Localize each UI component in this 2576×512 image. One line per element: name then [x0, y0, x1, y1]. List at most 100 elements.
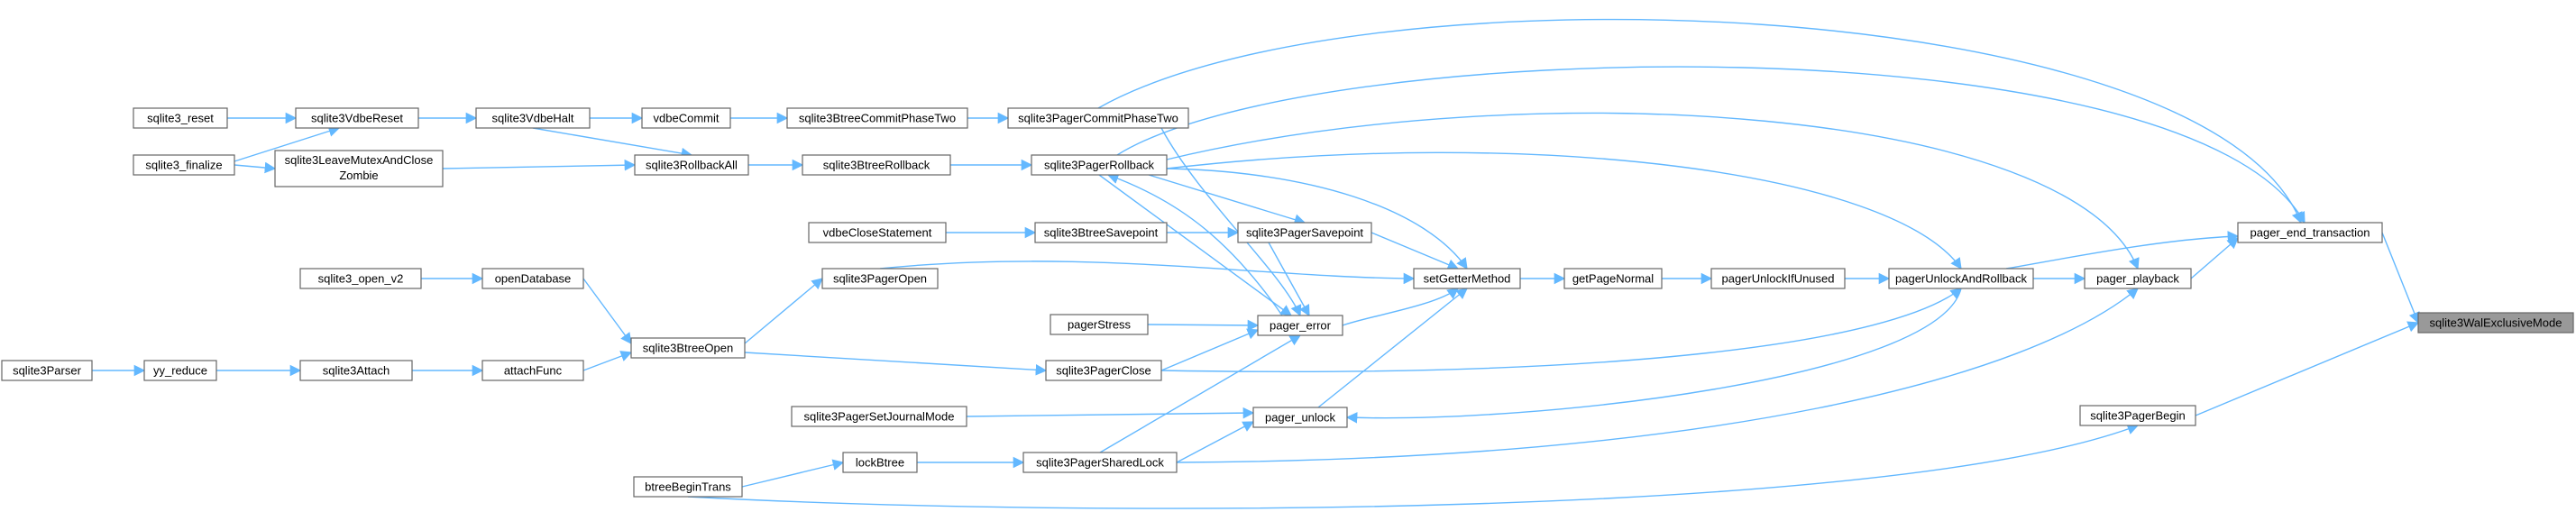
- edge-bopen-to-popen: [744, 278, 823, 344]
- node-box: [2084, 268, 2192, 289]
- edge-path: [1160, 288, 1962, 372]
- node-label: vdbeCloseStatement: [823, 226, 932, 240]
- node-pclose[interactable]: sqlite3PagerClose: [1045, 360, 1162, 381]
- node-box: [299, 360, 413, 381]
- edge-path: [1371, 232, 1460, 270]
- node-pcpt[interactable]: sqlite3PagerCommitPhaseTwo: [1007, 107, 1189, 129]
- node-label: sqlite3BtreeOpen: [643, 342, 733, 355]
- node-label: sqlite3PagerCommitPhaseTwo: [1018, 112, 1178, 125]
- node-psl[interactable]: sqlite3PagerSharedLock: [1022, 452, 1178, 473]
- node-box: [641, 107, 731, 129]
- node-box: [842, 452, 918, 473]
- node-brb[interactable]: sqlite3BtreeRollback: [802, 154, 951, 176]
- node-bsp[interactable]: sqlite3BtreeSavepoint: [1034, 222, 1168, 243]
- node-psp[interactable]: sqlite3PagerSavepoint: [1237, 222, 1372, 243]
- node-label: sqlite3WalExclusiveMode: [2430, 316, 2562, 330]
- node-box: [1252, 407, 1348, 428]
- node-label: sqlite3PagerSavepoint: [1246, 226, 1363, 240]
- node-root[interactable]: sqlite3WalExclusiveMode: [2417, 312, 2574, 334]
- node-psb[interactable]: sqlite3PagerBegin: [2079, 405, 2196, 426]
- node-bopen[interactable]: sqlite3BtreeOpen: [630, 337, 746, 359]
- node-box: [1, 360, 93, 381]
- node-box: [143, 360, 217, 381]
- node-box: [133, 154, 235, 176]
- node-attfunc[interactable]: attachFunc: [481, 360, 584, 381]
- node-pet[interactable]: pager_end_transaction: [2237, 222, 2383, 243]
- edge-puar-to-pet: [2005, 231, 2240, 270]
- node-sgm[interactable]: setGetterMethod: [1413, 268, 1521, 289]
- edge-prb-to-sgm: [1166, 168, 1468, 270]
- edge-path: [582, 351, 633, 371]
- node-box: [481, 360, 584, 381]
- edge-path: [1268, 242, 1310, 317]
- node-vcommit[interactable]: vdbeCommit: [641, 107, 731, 129]
- edge-attfunc-to-bopen: [582, 351, 633, 371]
- edge-path: [442, 159, 637, 171]
- node-gpn[interactable]: getPageNormal: [1563, 268, 1663, 289]
- node-box: [1413, 268, 1521, 289]
- node-odb[interactable]: openDatabase: [481, 268, 584, 289]
- node-puar[interactable]: pagerUnlockAndRollback: [1888, 268, 2034, 289]
- edge-path: [1166, 151, 1962, 270]
- node-perr[interactable]: pager_error: [1257, 315, 1343, 336]
- node-label: btreeBeginTrans: [645, 480, 731, 494]
- node-label: sqlite3PagerSharedLock: [1036, 456, 1164, 470]
- node-lbt[interactable]: lockBtree: [842, 452, 918, 473]
- node-vcs[interactable]: vdbeCloseStatement: [808, 222, 947, 243]
- node-label: sqlite3BtreeSavepoint: [1044, 226, 1159, 240]
- edge-psp-to-perr: [1268, 242, 1310, 317]
- edge-bopen-to-pclose: [744, 352, 1048, 376]
- edge-bbt-to-psb: [687, 424, 2140, 509]
- edge-pcpt-to-pet: [1097, 18, 2303, 224]
- node-puiu[interactable]: pagerUnlockIfUnused: [1710, 268, 1846, 289]
- node-box: [1710, 268, 1846, 289]
- node-box: [634, 154, 749, 176]
- node-rball[interactable]: sqlite3RollbackAll: [634, 154, 749, 176]
- node-label: pager_playback: [2096, 272, 2179, 286]
- node-popen[interactable]: sqlite3PagerOpen: [821, 268, 939, 289]
- edges-layer: [92, 18, 2420, 509]
- node-label: pager_error: [1270, 319, 1332, 333]
- node-label: vdbeCommit: [654, 112, 720, 125]
- edge-popen-to-sgm: [879, 261, 1416, 285]
- edge-path: [2190, 237, 2239, 279]
- node-label: sqlite3RollbackAll: [646, 159, 738, 172]
- node-parser[interactable]: sqlite3Parser: [1, 360, 93, 381]
- node-attach[interactable]: sqlite3Attach: [299, 360, 413, 381]
- node-yyr[interactable]: yy_reduce: [143, 360, 217, 381]
- edge-path: [1099, 334, 1302, 453]
- edge-path: [1345, 288, 1962, 424]
- edge-path: [2195, 321, 2420, 416]
- node-vreset[interactable]: sqlite3VdbeReset: [295, 107, 419, 129]
- edge-path: [744, 278, 823, 344]
- node-pp[interactable]: pager_playback: [2084, 268, 2192, 289]
- edge-psl-to-perr: [1099, 334, 1302, 453]
- node-reset[interactable]: sqlite3_reset: [133, 107, 228, 129]
- node-box: [2417, 312, 2574, 334]
- node-label: pager_end_transaction: [2251, 226, 2370, 240]
- node-label: sqlite3PagerBegin: [2090, 409, 2186, 423]
- edge-punl-to-puar: [1345, 288, 1962, 424]
- node-finalize[interactable]: sqlite3_finalize: [133, 154, 235, 176]
- edge-finalize-to-lmcz: [234, 161, 277, 174]
- node-label: sqlite3_reset: [147, 112, 214, 125]
- node-label: lockBtree: [856, 456, 904, 470]
- node-prb[interactable]: sqlite3PagerRollback: [1031, 154, 1168, 176]
- node-box: [133, 107, 228, 129]
- node-psjm[interactable]: sqlite3PagerSetJournalMode: [791, 406, 967, 427]
- node-bbt[interactable]: btreeBeginTrans: [633, 476, 743, 498]
- edge-perr-to-prb: [1106, 172, 1283, 316]
- node-pstress[interactable]: pagerStress: [1050, 314, 1149, 335]
- node-label: sqlite3BtreeRollback: [823, 159, 930, 172]
- node-label: sqlite3PagerSetJournalMode: [804, 410, 955, 424]
- node-punl[interactable]: pager_unlock: [1252, 407, 1348, 428]
- node-label: setGetterMethod: [1424, 272, 1511, 286]
- node-openv2[interactable]: sqlite3_open_v2: [299, 268, 422, 289]
- edge-psl-to-pp: [1176, 288, 2139, 463]
- node-box: [299, 268, 422, 289]
- node-vhalt[interactable]: sqlite3VdbeHalt: [475, 107, 591, 129]
- edge-path: [687, 424, 2140, 509]
- node-box: [1022, 452, 1178, 473]
- node-bcpt[interactable]: sqlite3BtreeCommitPhaseTwo: [786, 107, 968, 129]
